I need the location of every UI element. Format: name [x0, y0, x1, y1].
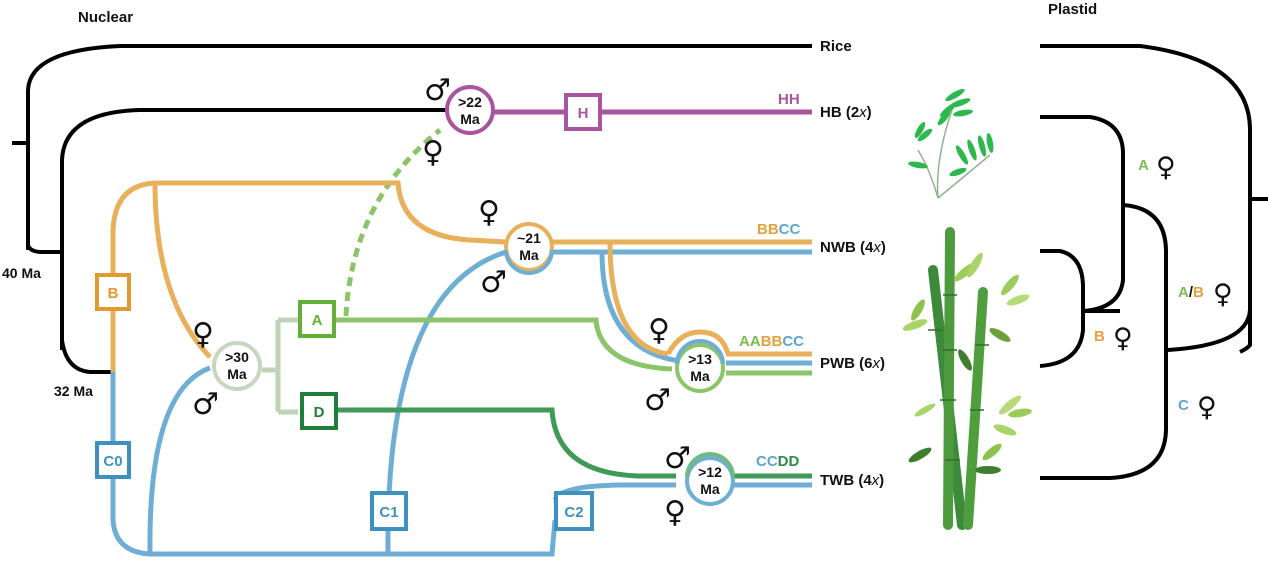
male-symbol: ♂: [424, 73, 451, 108]
male-symbol: ♂: [192, 387, 219, 422]
subgenome-box-b: [95, 273, 131, 311]
nwb-lineage: [552, 239, 812, 364]
taxon-label-pwb: PWB (6x): [820, 355, 885, 372]
c-lineage: C0 C1 C2: [95, 249, 676, 557]
woody-bamboo-illustration: [902, 227, 1032, 530]
subgenome-box-c0: [95, 441, 131, 479]
genome-label-pwb: AABBCC: [739, 333, 804, 350]
introgression-dashed-line: [343, 128, 442, 317]
genome-label-nwb: BBCC: [757, 221, 801, 238]
c1-branch: [385, 249, 507, 555]
subgenome-box-a: [298, 300, 336, 338]
subgenome-box-d: [300, 392, 338, 430]
taxon-label-rice: Rice: [820, 38, 852, 55]
plastid-label-a: A: [1138, 157, 1149, 174]
herbaceous-bamboo-illustration: [908, 88, 994, 199]
svg-text:Ma: Ma: [519, 247, 539, 263]
female-symbol: ♀: [478, 195, 500, 230]
male-symbol: ♂: [644, 383, 671, 418]
ad-lineage: A D: [262, 300, 676, 479]
plastid-tree: [1039, 44, 1268, 480]
node-12ma: >12 Ma ♂ ♀: [664, 441, 735, 530]
plastid-bamb-join: [1167, 309, 1252, 352]
subgenome-box-c2: [554, 491, 594, 531]
subgenome-box-a-label: A: [312, 312, 323, 329]
a-branch: [336, 317, 673, 372]
b-branch-to-30ma: [152, 182, 212, 359]
d-branch: [336, 407, 676, 479]
age-label-40ma: 40 Ma: [2, 265, 41, 281]
b-branch-to-nwb: [110, 180, 507, 372]
subgenome-box-c1: [370, 491, 408, 531]
female-symbol: ♀: [1156, 152, 1176, 183]
subgenome-box-h-label: H: [578, 105, 589, 122]
node-21ma: ~21 Ma ♀ ♂: [478, 195, 554, 300]
taxon-label-twb: TWB (4x): [820, 472, 884, 489]
svg-text:>22: >22: [458, 94, 482, 110]
plastid-woody-branch: [1040, 203, 1168, 480]
female-symbol: ♀: [648, 313, 670, 348]
female-symbol: ♀: [1113, 323, 1133, 354]
plastid-hb-branch: [1040, 115, 1125, 313]
taxon-label-hb: HB (2x): [820, 104, 872, 121]
svg-text:~21: ~21: [517, 230, 541, 246]
svg-text:>13: >13: [688, 351, 712, 367]
subgenome-box-h: [564, 93, 602, 131]
svg-text:Ma: Ma: [700, 481, 720, 497]
plastid-label-ab: A/B: [1178, 284, 1204, 301]
ad-split: [262, 317, 298, 415]
root-join: [26, 244, 62, 254]
pwb-b-branch: [607, 241, 669, 357]
subgenome-box-c1-label: C1: [379, 504, 398, 521]
bc-join: [60, 339, 113, 374]
pwb-b-tip: [665, 329, 812, 357]
nuclear-backbone: [12, 44, 812, 374]
plastid-label-c: C: [1178, 397, 1189, 414]
subgenome-box-d-label: D: [314, 404, 325, 421]
twb-lineage: [732, 473, 812, 488]
age-label-32ma: 32 Ma: [54, 383, 93, 399]
female-symbol: ♀: [192, 317, 214, 352]
female-symbol: ♀: [1197, 392, 1217, 423]
bambusoideae-branch: [60, 108, 448, 350]
svg-text:>30: >30: [225, 349, 249, 365]
male-symbol: ♂: [480, 265, 507, 300]
svg-text:>12: >12: [698, 464, 722, 480]
plastid-rice-branch: [1040, 44, 1252, 354]
genome-label-hb: HH: [778, 91, 800, 108]
rice-branch: [26, 44, 812, 250]
male-symbol: ♂: [664, 441, 691, 476]
c-branch-to-30ma: [147, 365, 211, 555]
node-22ma: >22 Ma ♂ ♀: [422, 73, 495, 170]
node-13ma: >13 Ma ♀ ♂: [644, 313, 725, 418]
svg-text:Ma: Ma: [227, 366, 247, 382]
plastid-heading: Plastid: [1048, 1, 1097, 18]
plastid-nwb-pwb-branch: [1039, 249, 1085, 368]
plastid-label-b: B: [1094, 328, 1105, 345]
pwb-lineage: [665, 329, 812, 376]
svg-text:Ma: Ma: [460, 111, 480, 127]
female-symbol: ♀: [1213, 279, 1233, 310]
hb-lineage: H: [492, 93, 812, 131]
subgenome-box-c2-label: C2: [564, 504, 583, 521]
female-symbol: ♀: [422, 135, 444, 170]
female-symbol: ♀: [664, 495, 686, 530]
genome-label-twb: CCDD: [756, 453, 800, 470]
subgenome-box-b-label: B: [108, 285, 119, 302]
nuclear-heading: Nuclear: [78, 9, 133, 26]
taxon-label-nwb: NWB (4x): [820, 239, 886, 256]
node-30ma: >30 Ma ♀ ♂: [192, 317, 262, 422]
subgenome-box-c0-label: C0: [103, 453, 122, 470]
pwb-c-branch: [599, 251, 681, 364]
b-lineage: B: [95, 180, 507, 372]
svg-text:Ma: Ma: [690, 368, 710, 384]
